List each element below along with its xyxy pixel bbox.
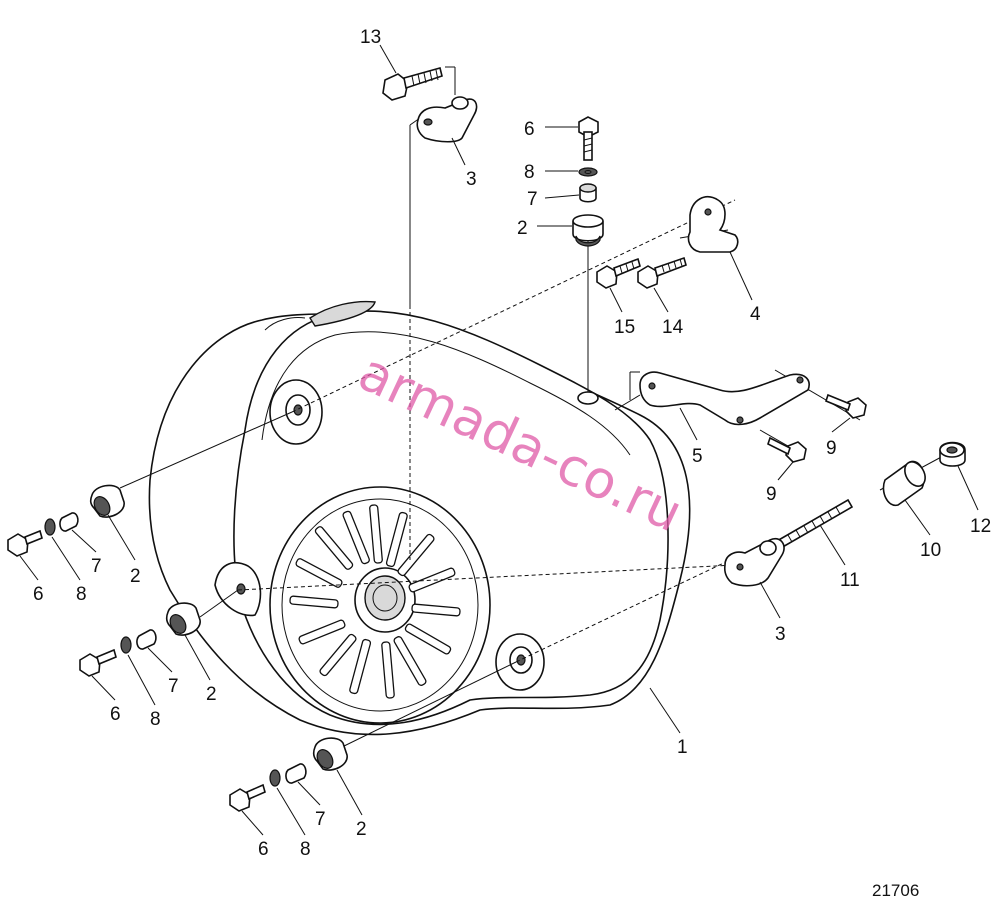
callout-2-b: 2	[206, 684, 217, 705]
leader-lines	[19, 44, 979, 836]
bolt-13	[382, 67, 443, 101]
callout-2-top: 2	[517, 218, 528, 239]
callout-14: 14	[662, 317, 684, 338]
callout-15: 15	[614, 317, 635, 338]
callout-13: 13	[360, 27, 381, 48]
callout-7-top: 7	[527, 189, 538, 210]
bolt-15	[596, 257, 641, 289]
bracket-5	[639, 371, 810, 426]
callout-6-top: 6	[524, 119, 535, 140]
top-fastener-stack	[572, 116, 604, 247]
callout-8-a: 8	[76, 584, 87, 605]
callout-4: 4	[750, 304, 761, 325]
callout-12: 12	[970, 516, 991, 537]
callout-8-c: 8	[300, 839, 311, 860]
callout-5: 5	[692, 446, 703, 467]
callout-6-b: 6	[110, 704, 121, 725]
spacer-10	[882, 460, 926, 507]
callout-9-lower: 9	[766, 484, 777, 505]
bracket-3-right	[723, 537, 785, 587]
cover-housing	[148, 300, 691, 736]
callout-1: 1	[677, 737, 688, 758]
callout-6-c: 6	[258, 839, 269, 860]
callout-3-top: 3	[466, 169, 477, 190]
callout-11: 11	[840, 570, 860, 591]
callout-10: 10	[920, 540, 941, 561]
bolt-9-lower	[767, 436, 807, 463]
callout-2-a: 2	[130, 566, 141, 587]
fastener-stack-mid-left	[79, 602, 201, 677]
washer-12	[939, 441, 966, 467]
bracket-top	[416, 96, 478, 143]
callouts: 13 3 6 8 7 2 15 14 4 5 9 9 12 10 11 3 1 …	[33, 27, 991, 860]
fastener-stack-bottom-left	[229, 737, 348, 812]
bracket-4	[687, 196, 739, 253]
grille-vanes	[289, 504, 461, 699]
drawing-number: 21706	[872, 881, 919, 900]
callout-7-a: 7	[91, 556, 102, 577]
callout-9-right: 9	[826, 438, 837, 459]
callout-7-c: 7	[315, 809, 326, 830]
callout-8-top: 8	[524, 162, 535, 183]
callout-6-a: 6	[33, 584, 44, 605]
bolt-9-right	[825, 393, 867, 419]
fastener-stack-upper-left	[7, 484, 125, 557]
callout-2-c: 2	[356, 819, 367, 840]
callout-3-right: 3	[775, 624, 786, 645]
bolt-14	[637, 256, 687, 289]
callout-8-b: 8	[150, 709, 161, 730]
callout-7-b: 7	[168, 676, 179, 697]
